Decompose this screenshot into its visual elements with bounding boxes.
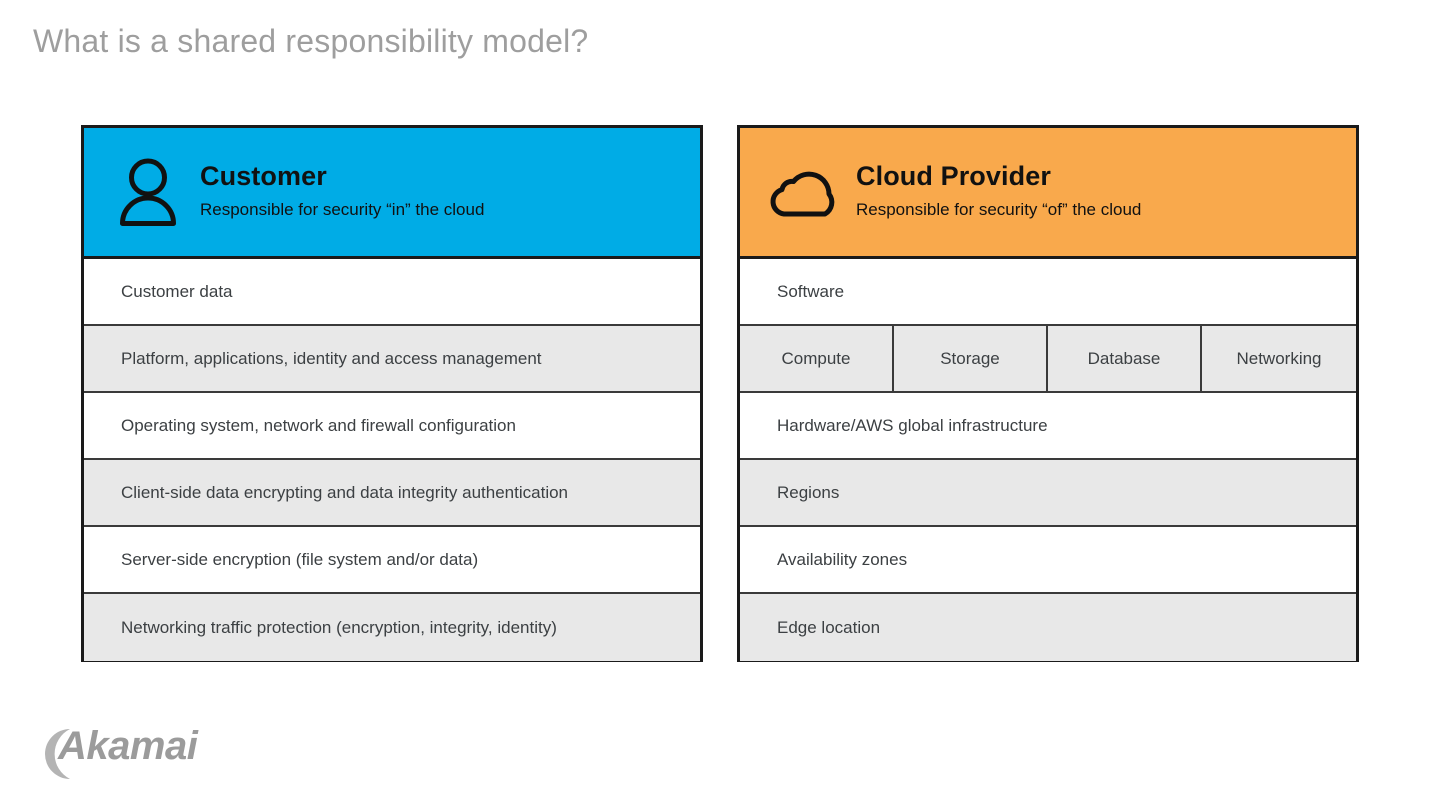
list-item: Server-side encryption (file system and/… <box>84 527 700 594</box>
panel-customer-header-text: Customer Responsible for security “in” t… <box>200 161 484 222</box>
panel-cloud-provider-rows: Software Compute Storage Database Networ… <box>740 259 1356 661</box>
akamai-wordmark: Akamai <box>58 724 198 768</box>
list-item: Platform, applications, identity and acc… <box>84 326 700 393</box>
panel-customer-rows: Customer data Platform, applications, id… <box>84 259 700 661</box>
panel-customer-subtitle: Responsible for security “in” the cloud <box>200 200 485 220</box>
list-item: Operating system, network and firewall c… <box>84 393 700 460</box>
panel-cloud-provider-title: Cloud Provider <box>856 161 1051 192</box>
panel-customer-header: Customer Responsible for security “in” t… <box>84 128 700 259</box>
list-item-split: Compute Storage Database Networking <box>740 326 1356 393</box>
panel-customer-title: Customer <box>200 161 327 192</box>
list-item: Networking traffic protection (encryptio… <box>84 594 700 661</box>
list-item: Availability zones <box>740 527 1356 594</box>
list-item: Client-side data encrypting and data int… <box>84 460 700 527</box>
list-item: Edge location <box>740 594 1356 661</box>
split-cell-storage: Storage <box>894 326 1048 391</box>
cloud-icon <box>768 153 840 231</box>
person-icon <box>112 153 184 231</box>
panel-cloud-provider-header-text: Cloud Provider Responsible for security … <box>856 161 1141 222</box>
panel-cloud-provider-subtitle: Responsible for security “of” the cloud <box>856 200 1142 220</box>
split-cell-compute: Compute <box>740 326 894 391</box>
list-item: Software <box>740 259 1356 326</box>
akamai-logo <box>45 729 83 779</box>
page-title: What is a shared responsibility model? <box>33 23 589 59</box>
split-cell-database: Database <box>1048 326 1202 391</box>
list-item: Regions <box>740 460 1356 527</box>
panel-cloud-provider: Cloud Provider Responsible for security … <box>737 125 1359 662</box>
split-cell-networking: Networking <box>1236 348 1322 368</box>
panel-customer: Customer Responsible for security “in” t… <box>81 125 703 662</box>
list-item: Customer data <box>84 259 700 326</box>
panel-cloud-provider-header: Cloud Provider Responsible for security … <box>740 128 1356 259</box>
list-item: Hardware/AWS global infrastructure <box>740 393 1356 460</box>
